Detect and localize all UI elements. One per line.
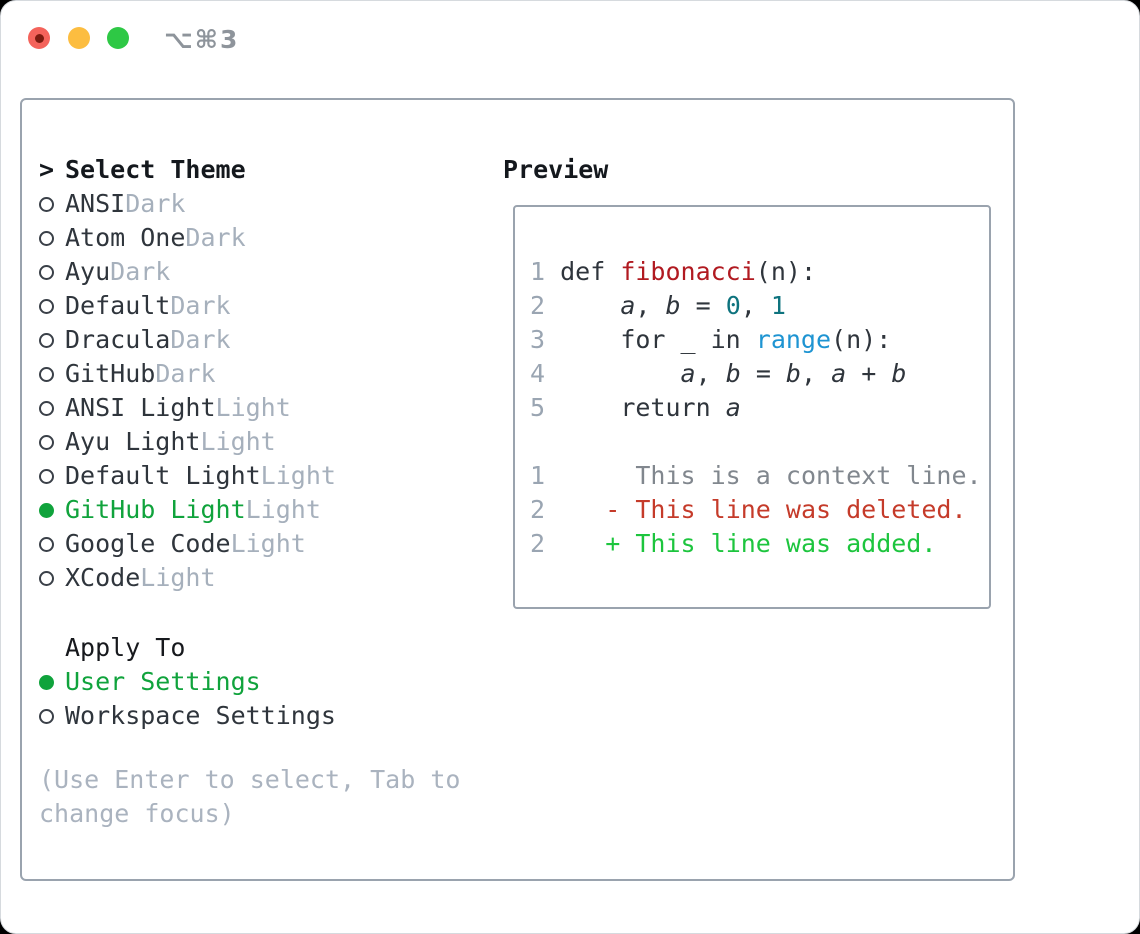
theme-option-dracula-label: Dracula [65,325,171,354]
select-theme-header: > Select Theme [39,153,469,187]
theme-option-google-code-variant: Light [230,529,306,558]
theme-option-default-light[interactable]: Default Light Light [39,459,469,493]
theme-option-ansi-light-variant: Light [215,393,291,422]
theme-option-atom-one-variant: Dark [185,223,246,252]
code-line-3: 3 for _ in range(n): [530,325,892,354]
radio-unselected-icon[interactable] [39,400,54,416]
apply-to-title: Apply To [65,633,186,662]
radio-unselected-icon[interactable] [39,332,54,348]
code-line-9: 2 + This line was added. [530,529,937,558]
theme-option-ansi-light-label: ANSI Light [65,393,216,422]
radio-unselected-icon[interactable] [39,468,54,484]
theme-option-dracula[interactable]: Dracula Dark [39,323,469,357]
theme-option-github-light[interactable]: GitHub Light Light [39,493,469,527]
preview-pane: 1 def fibonacci(n): 2 a, b = 0, 1 3 for _ … [513,205,991,609]
theme-option-ayu-light-label: Ayu Light [65,427,201,456]
theme-option-github[interactable]: GitHub Dark [39,357,469,391]
radio-selected-icon[interactable] [39,674,54,690]
theme-option-atom-one-label: Atom One [65,223,186,252]
code-line-1: 1 def fibonacci(n): [530,257,817,286]
code-line-6 [530,425,982,459]
close-button-icon[interactable] [28,27,50,49]
window-titlebar: ⌥⌘3 [1,1,1139,76]
theme-option-ansi-label: ANSI [65,189,126,218]
minimize-button-icon[interactable] [68,27,90,49]
prompt-caret-icon: > [39,155,55,184]
theme-option-ayu-variant: Dark [110,257,171,286]
apply-option-workspace-settings[interactable]: Workspace Settings [39,699,469,733]
zoom-button-icon[interactable] [107,27,129,49]
code-line-8: 2 - This line was deleted. [530,495,967,524]
theme-option-xcode-variant: Light [140,563,216,592]
preview-title: Preview [503,155,609,184]
theme-option-default-variant: Dark [170,291,231,320]
theme-option-google-code[interactable]: Google Code Light [39,527,469,561]
theme-option-google-code-label: Google Code [65,529,231,558]
radio-unselected-icon[interactable] [39,196,54,212]
theme-option-xcode-label: XCode [65,563,141,592]
theme-option-ayu-label: Ayu [65,257,111,286]
theme-option-github-light-label: GitHub Light [65,495,246,524]
theme-option-default[interactable]: Default Dark [39,289,469,323]
code-line-2: 2 a, b = 0, 1 [530,291,786,320]
theme-option-ansi-light[interactable]: ANSI Light Light [39,391,469,425]
radio-unselected-icon[interactable] [39,298,54,314]
radio-selected-icon[interactable] [39,502,54,518]
radio-unselected-icon[interactable] [39,230,54,246]
select-theme-title: Select Theme [65,155,246,184]
keyboard-hint-line2: change focus) [39,799,235,828]
theme-option-default-light-variant: Light [260,461,336,490]
theme-option-ayu-light[interactable]: Ayu Light Light [39,425,469,459]
theme-option-github-variant: Dark [155,359,216,388]
theme-option-ansi-variant: Dark [125,189,186,218]
theme-option-default-light-label: Default Light [65,461,261,490]
theme-option-xcode[interactable]: XCode Light [39,561,469,595]
radio-unselected-icon[interactable] [39,536,54,552]
apply-option-workspace-settings-label: Workspace Settings [65,701,336,730]
radio-unselected-icon[interactable] [39,366,54,382]
theme-option-github-light-variant: Light [245,495,321,524]
code-line-5: 5 return a [530,393,741,422]
apply-to-header: Apply To [39,631,469,665]
radio-unselected-icon[interactable] [39,264,54,280]
theme-option-ayu-light-variant: Light [200,427,276,456]
theme-option-dracula-variant: Dark [170,325,231,354]
radio-unselected-icon[interactable] [39,570,54,586]
theme-option-atom-one[interactable]: Atom One Dark [39,221,469,255]
keyboard-hint-line1: (Use Enter to select, Tab to [39,765,461,794]
window-shortcut-label: ⌥⌘3 [164,25,240,54]
code-preview: 1 def fibonacci(n): 2 a, b = 0, 1 3 for _ … [530,255,982,561]
code-line-7: 1 This is a context line. [530,461,982,490]
radio-unselected-icon[interactable] [39,434,54,450]
radio-unselected-icon[interactable] [39,708,54,724]
theme-option-ansi[interactable]: ANSI Dark [39,187,469,221]
apply-option-user-settings[interactable]: User Settings [39,665,469,699]
theme-option-github-label: GitHub [65,359,156,388]
theme-option-default-label: Default [65,291,171,320]
code-line-4: 4 a, b = b, a + b [530,359,907,388]
theme-option-ayu[interactable]: Ayu Dark [39,255,469,289]
apply-option-user-settings-label: User Settings [65,667,261,696]
